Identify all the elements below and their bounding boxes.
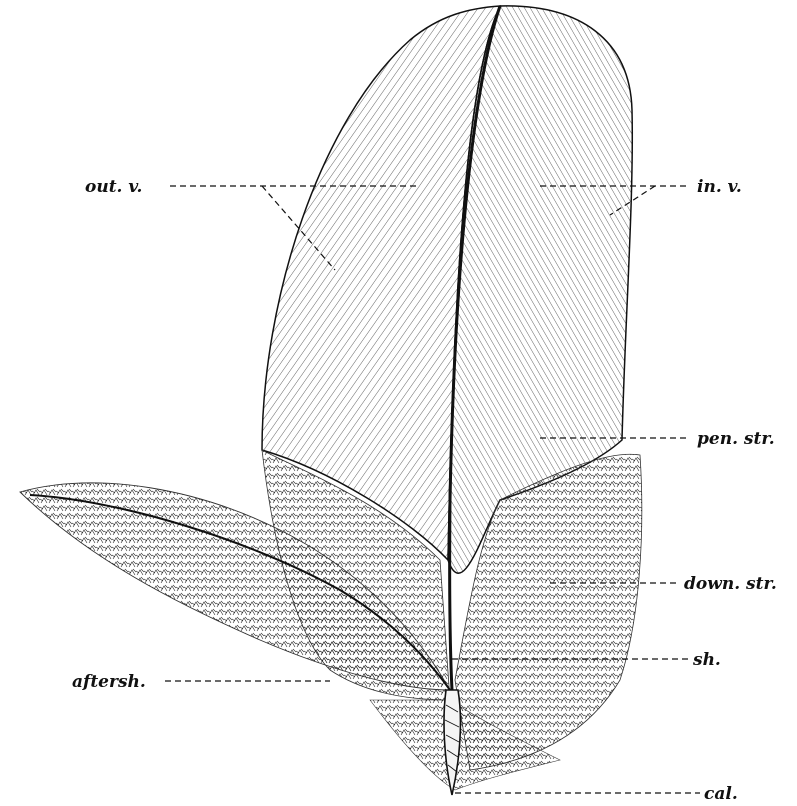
label-down-str: down. str. bbox=[684, 574, 777, 594]
label-inner-vane: in. v. bbox=[697, 177, 742, 197]
label-outer-vane: out. v. bbox=[85, 177, 142, 197]
label-aftershaft: aftersh. bbox=[72, 672, 146, 692]
label-shaft: sh. bbox=[692, 650, 721, 670]
label-pen-str: pen. str. bbox=[697, 429, 775, 449]
label-calamus: cal. bbox=[704, 784, 738, 804]
